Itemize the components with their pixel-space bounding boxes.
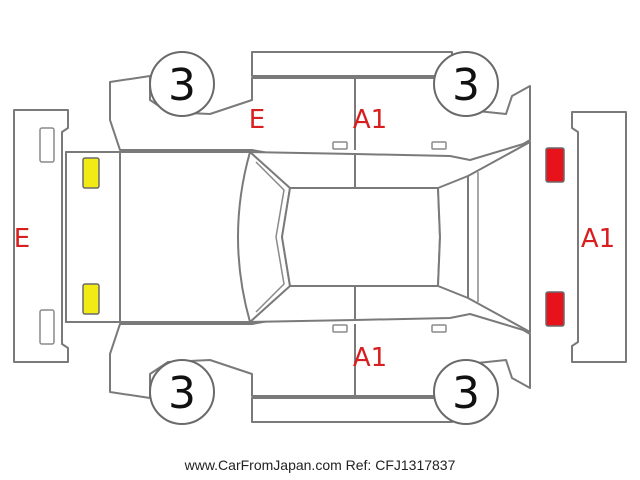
- reference-footer: www.CarFromJapan.com Ref: CFJ1317837: [184, 457, 456, 473]
- body-top-view: [65, 141, 531, 333]
- wheel-rear-right: 3: [433, 359, 499, 425]
- damage-code-roof-right: A1: [353, 105, 387, 135]
- rear-window: [437, 175, 471, 299]
- damage-code-front-bumper: E: [14, 224, 30, 254]
- damage-code-lower-door: A1: [353, 343, 387, 373]
- rear-bumper: [571, 111, 627, 363]
- wheel-rear-left-grade: 3: [452, 60, 480, 111]
- wheel-rear-left: 3: [433, 51, 499, 117]
- wheel-front-left-grade: 3: [168, 60, 196, 111]
- wheel-rear-right-grade: 3: [452, 368, 480, 419]
- rear-light-right: [545, 291, 565, 327]
- bottom-side-strip: [251, 397, 453, 423]
- front-light-left: [82, 157, 100, 189]
- damage-code-roof-left: E: [249, 105, 265, 135]
- front-light-right: [82, 283, 100, 315]
- front-bumper: [13, 109, 69, 363]
- roof: [281, 187, 441, 287]
- wheel-front-right-grade: 3: [168, 368, 196, 419]
- damage-code-rear-bumper: A1: [581, 224, 615, 254]
- wheel-front-left: 3: [149, 51, 215, 117]
- top-side-strip: [251, 51, 453, 77]
- tailgate: [467, 141, 531, 333]
- windshield: [237, 151, 291, 323]
- rear-light-left: [545, 147, 565, 183]
- wheel-front-right: 3: [149, 359, 215, 425]
